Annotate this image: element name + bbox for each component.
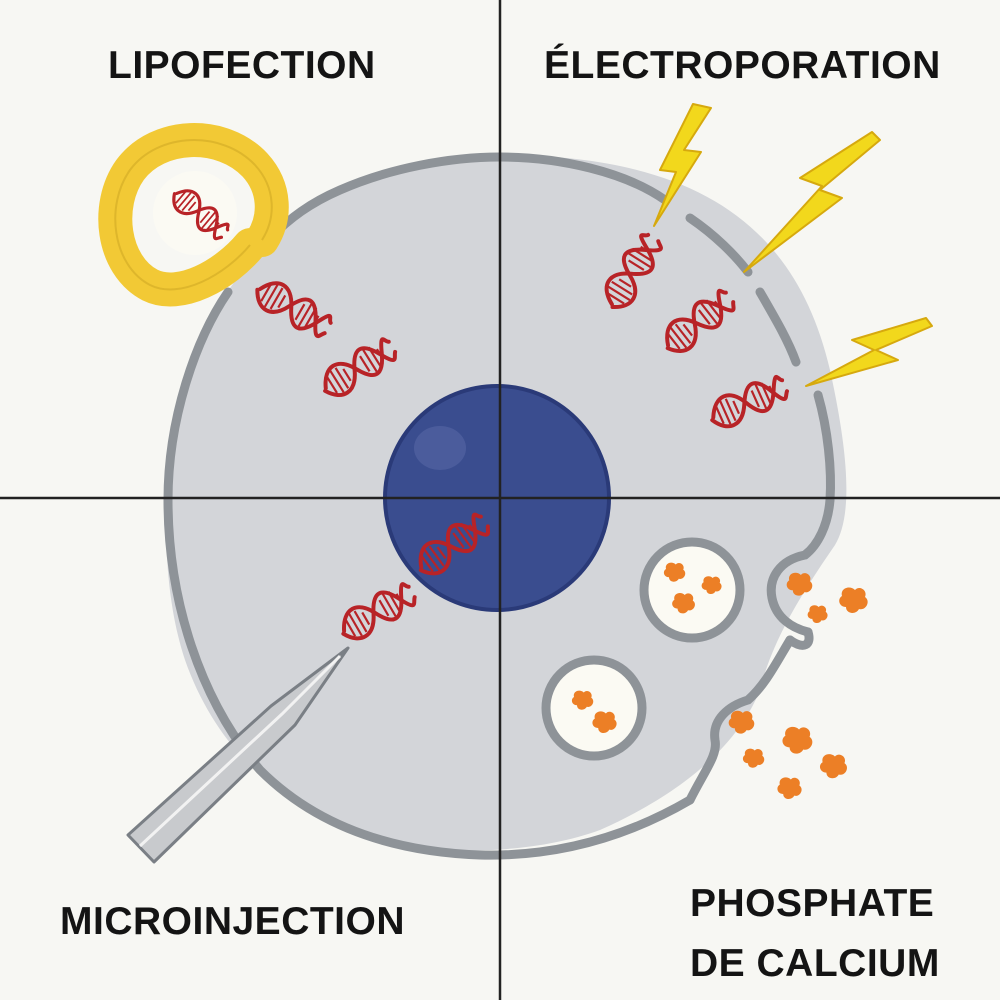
cell-membrane xyxy=(163,152,835,860)
electroporation-title: ÉLECTROPORATION xyxy=(544,44,941,87)
calcium-phosphate-title-line1: PHOSPHATE xyxy=(690,882,935,925)
calcium-phosphate-title-line2: DE CALCIUM xyxy=(690,942,940,985)
microinjection-title: MICROINJECTION xyxy=(60,900,406,943)
lightning-bolt-icon xyxy=(653,103,933,387)
endocytic-vesicle xyxy=(639,537,745,643)
endocytic-vesicle xyxy=(541,655,647,761)
liposome-icon xyxy=(98,123,289,307)
lipofection-title: LIPOFECTION xyxy=(108,44,376,87)
needle-icon xyxy=(126,646,350,864)
calcium-phosphate-title: PHOSPHATE DE CALCIUM xyxy=(690,874,940,994)
